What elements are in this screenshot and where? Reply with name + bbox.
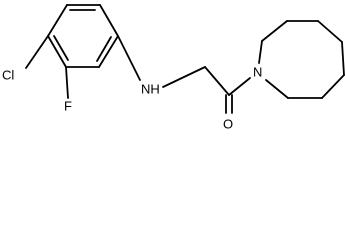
atom-label-f: F — [64, 98, 72, 113]
azepane-bond-c4-c5 — [341, 41, 345, 76]
atom-label-n: N — [253, 64, 262, 79]
ring-bond-c5-c6 — [98, 35, 119, 68]
ring-bond-c2-c3 — [47, 4, 68, 37]
bond-nh-ch2 — [162, 66, 206, 88]
azepane-bond-c1-c2 — [261, 20, 288, 42]
ring-bond-c1-c6 — [99, 4, 119, 37]
molecule-structure: Cl F NH O N — [2, 4, 345, 131]
ring-double-bond-left — [53, 35, 69, 61]
atom-label-o: O — [223, 116, 233, 131]
azepane-bond-n-c1 — [258, 40, 263, 64]
bond-c5-nh — [117, 35, 141, 81]
bond-ch2-carbonyl — [204, 66, 230, 96]
azepane-ring — [258, 20, 345, 99]
azepane-bond-c5-c6 — [321, 74, 345, 99]
ring-bond-c3-c4 — [47, 35, 67, 68]
atom-label-nh: NH — [141, 81, 160, 96]
atom-label-cl: Cl — [2, 67, 14, 82]
ring-double-bond-right — [96, 36, 112, 62]
bond-c4-f — [65, 66, 69, 99]
bond-carbonyl-n — [228, 77, 251, 96]
benzene-ring — [47, 4, 119, 68]
azepane-bond-c3-c4 — [317, 20, 343, 43]
azepane-bond-c7-n — [265, 79, 289, 99]
bond-c3-cl — [25, 35, 49, 69]
